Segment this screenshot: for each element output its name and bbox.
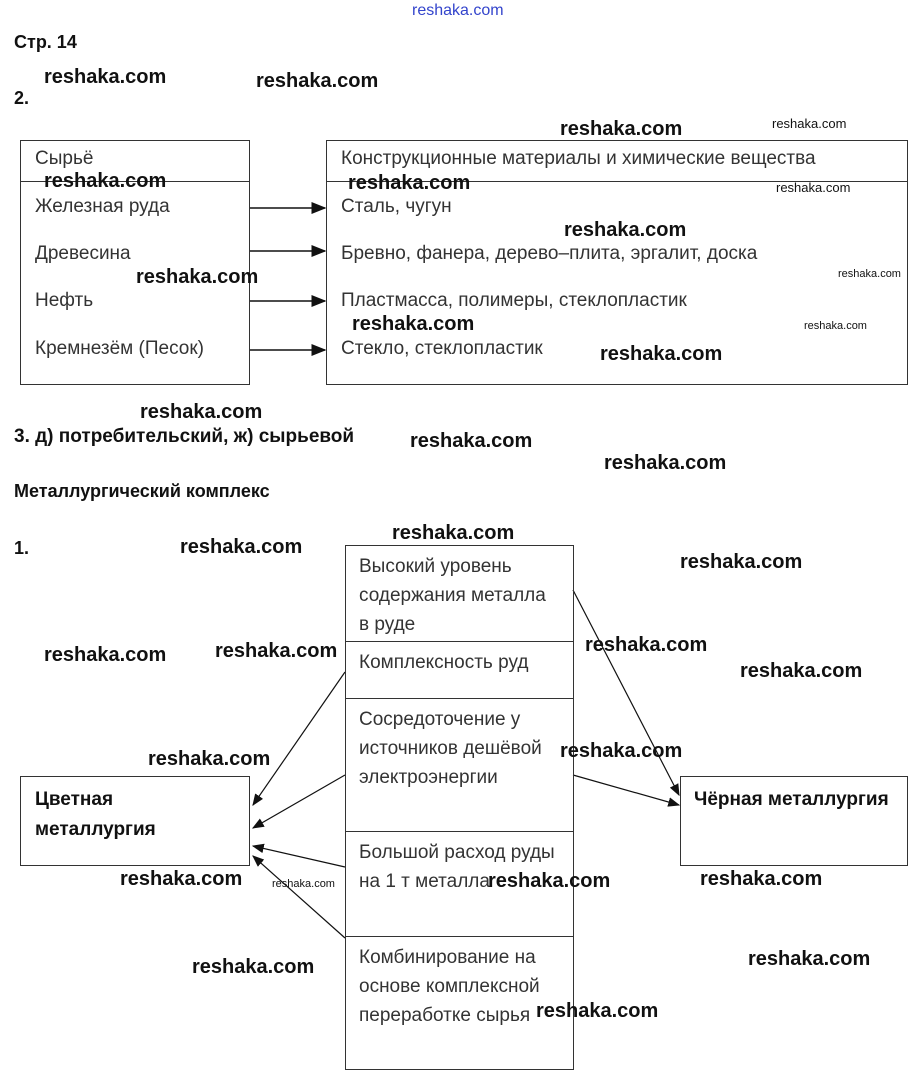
- arrow: [251, 774, 346, 829]
- watermark: reshaka.com: [192, 956, 315, 978]
- watermark: reshaka.com: [585, 634, 708, 656]
- arrow: [572, 589, 680, 797]
- watermark: reshaka.com: [256, 70, 379, 92]
- watermark: reshaka.com: [776, 180, 851, 195]
- task-number: 1.: [14, 538, 30, 558]
- watermark: reshaka.com: [838, 268, 901, 280]
- watermark: reshaka.com: [680, 551, 803, 573]
- task-number: 2.: [14, 88, 30, 108]
- products-box: [326, 140, 908, 385]
- watermark: reshaka.com: [604, 452, 727, 474]
- watermark: reshaka.com: [215, 640, 338, 662]
- watermark: reshaka.com: [140, 401, 263, 423]
- watermark: reshaka.com: [488, 870, 611, 892]
- product-item: Пластмасса, полимеры, стеклопластик: [341, 290, 687, 311]
- watermark: reshaka.com: [700, 868, 823, 890]
- watermark: reshaka.com: [560, 740, 683, 762]
- raw-materials-box: [20, 140, 250, 385]
- watermark: reshaka.com: [536, 1000, 659, 1022]
- arrow: [251, 843, 346, 868]
- watermark: reshaka.com: [748, 948, 871, 970]
- watermark: reshaka.com: [136, 266, 259, 288]
- raw-header: Сырьё: [35, 148, 94, 169]
- watermark: reshaka.com: [44, 66, 167, 88]
- factor-box: Комбинирование на основе комплексной пер…: [345, 936, 574, 1070]
- raw-item: Древесина: [35, 243, 131, 264]
- watermark: reshaka.com: [44, 644, 167, 666]
- watermark: reshaka.com: [392, 522, 515, 544]
- watermark: reshaka.com: [560, 118, 683, 140]
- factor-box: Высокий уровень содержания металла в руд…: [345, 545, 574, 642]
- ferrous-box: Чёрная металлургия: [680, 776, 908, 866]
- arrow: [252, 671, 346, 806]
- product-item: Сталь, чугун: [341, 196, 452, 217]
- product-item: Бревно, фанера, дерево–плита, эргалит, д…: [341, 243, 758, 264]
- watermark: reshaka.com: [600, 343, 723, 365]
- watermark: reshaka.com: [120, 868, 243, 890]
- divider: [327, 181, 907, 182]
- watermark: reshaka.com: [352, 313, 475, 335]
- factor-box: Сосредоточение у источников дешёвой элек…: [345, 698, 574, 832]
- watermark: reshaka.com: [272, 878, 335, 890]
- page-label: Стр. 14: [14, 32, 77, 52]
- watermark: reshaka.com: [44, 170, 167, 192]
- raw-item: Кремнезём (Песок): [35, 338, 204, 359]
- watermark: reshaka.com: [148, 748, 271, 770]
- factor-box: Комплексность руд: [345, 641, 574, 699]
- arrow: [252, 855, 346, 939]
- factor-box: Большой расход руды на 1 т металла: [345, 831, 574, 937]
- watermark: reshaka.com: [564, 219, 687, 241]
- products-header: Конструкционные материалы и химические в…: [341, 148, 816, 169]
- watermark: reshaka.com: [412, 2, 504, 19]
- divider: [21, 181, 249, 182]
- watermark: reshaka.com: [740, 660, 863, 682]
- arrow: [572, 774, 681, 807]
- watermark: reshaka.com: [772, 116, 847, 131]
- watermark: reshaka.com: [804, 320, 867, 332]
- section-title: Металлургический комплекс: [14, 481, 270, 501]
- watermark: reshaka.com: [410, 430, 533, 452]
- nonferrous-box: Цветная металлургия: [20, 776, 250, 866]
- product-item: Стекло, стеклопластик: [341, 338, 543, 359]
- watermark: reshaka.com: [348, 172, 471, 194]
- watermark: reshaka.com: [180, 536, 303, 558]
- raw-item: Железная руда: [35, 196, 170, 217]
- task3-answer: 3. д) потребительский, ж) сырьевой: [14, 426, 355, 447]
- raw-item: Нефть: [35, 290, 94, 311]
